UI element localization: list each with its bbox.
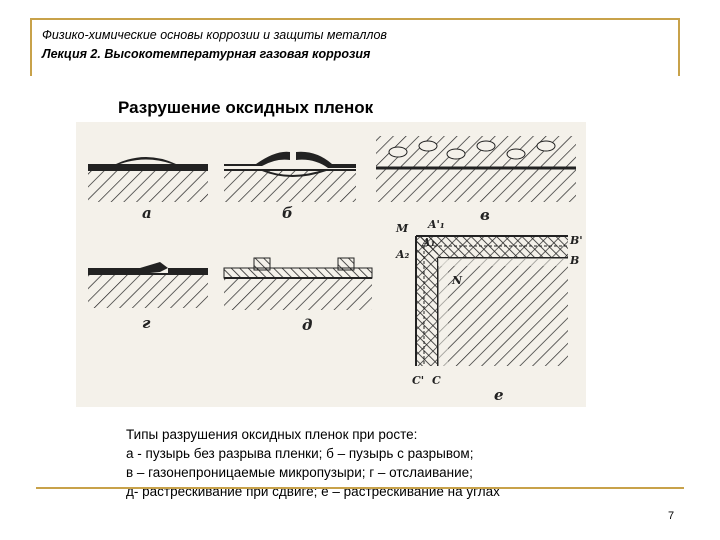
label-b: B: [569, 254, 579, 267]
label-b: б: [282, 204, 293, 222]
caption-line-4: д- растрескивание при сдвиге; е – растре…: [126, 484, 500, 499]
label-m: M: [395, 222, 409, 235]
label-a: а: [142, 204, 152, 222]
label-g: г: [142, 314, 151, 332]
label-a1-prime: A'₁: [427, 218, 445, 231]
label-n: N: [451, 274, 463, 287]
label-v: в: [480, 206, 490, 224]
lecture-title: Лекция 2. Высокотемпературная газовая ко…: [42, 47, 371, 61]
bottom-rule: [36, 487, 684, 489]
panel-b: [224, 151, 356, 202]
figure-caption: Типы разрушения оксидных пленок при рост…: [126, 425, 500, 501]
panel-g: [88, 262, 208, 308]
course-title: Физико-химические основы коррозии и защи…: [42, 28, 387, 42]
panel-v: [376, 136, 576, 202]
right-rule: [678, 18, 680, 76]
label-a1: A₁: [421, 236, 435, 249]
label-c-prime: C': [412, 374, 424, 387]
page-number: 7: [668, 510, 675, 522]
caption-line-3: в – газонепроницаемые микропузыри; г – о…: [126, 465, 473, 480]
caption-line-1: Типы разрушения оксидных пленок при рост…: [126, 427, 418, 442]
slide-title: Разрушение оксидных пленок: [118, 98, 374, 117]
oxide-film-diagram: а б в г д M A'₁ A₁ A₂ B' B N C' C е: [76, 122, 586, 407]
label-d: д: [302, 316, 312, 334]
label-b-prime: B': [569, 234, 583, 247]
label-a2: A₂: [395, 248, 410, 261]
panel-a: [88, 157, 208, 202]
caption-line-2: а - пузырь без разрыва пленки; б – пузыр…: [126, 446, 474, 461]
label-e: е: [494, 386, 504, 404]
label-c: C: [432, 374, 441, 387]
panel-d: [223, 257, 373, 310]
left-rule: [30, 18, 32, 76]
top-rule: [30, 18, 680, 20]
panel-e: [415, 235, 568, 366]
